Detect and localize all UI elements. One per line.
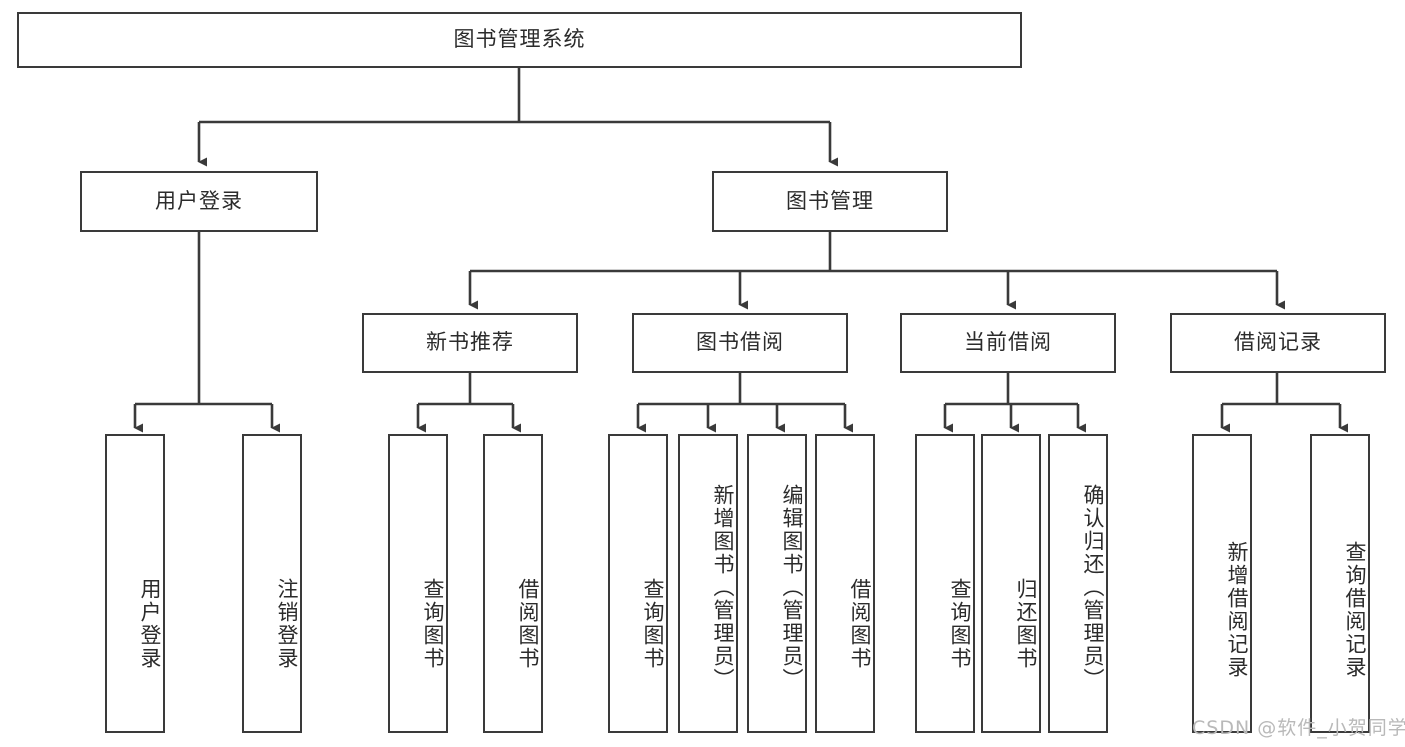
- node-current-borrow-label: 当前借阅: [964, 330, 1052, 355]
- node-leaf-newbook-query-label: 查询图书: [421, 577, 445, 670]
- node-borrow-records[interactable]: 借阅记录: [1170, 313, 1386, 373]
- node-leaf-borrow-add-book[interactable]: 新增图书（管理员）: [678, 434, 738, 733]
- node-leaf-borrow-query[interactable]: 查询图书: [608, 434, 668, 733]
- node-new-book-recommend[interactable]: 新书推荐: [362, 313, 578, 373]
- node-leaf-current-confirm-return[interactable]: 确认归还（管理员）: [1048, 434, 1108, 733]
- node-leaf-user-login-signout-label: 注销登录: [275, 577, 299, 670]
- node-leaf-records-query[interactable]: 查询借阅记录: [1310, 434, 1370, 733]
- node-leaf-user-login-signin-label: 用户登录: [138, 577, 162, 670]
- node-current-borrow[interactable]: 当前借阅: [900, 313, 1116, 373]
- node-leaf-borrow-add-book-label: 新增图书（管理员）: [711, 484, 735, 691]
- node-leaf-newbook-borrow-label: 借阅图书: [516, 577, 540, 670]
- node-leaf-records-add[interactable]: 新增借阅记录: [1192, 434, 1252, 733]
- node-book-management-label: 图书管理: [786, 188, 874, 213]
- node-user-login-label: 用户登录: [155, 188, 243, 213]
- node-new-book-recommend-label: 新书推荐: [426, 330, 514, 355]
- node-leaf-current-query-label: 查询图书: [948, 577, 972, 670]
- watermark-text: CSDN @软件_小贺同学: [1192, 717, 1405, 739]
- node-root-system[interactable]: 图书管理系统: [17, 12, 1022, 68]
- node-leaf-borrow-borrow-book[interactable]: 借阅图书: [815, 434, 875, 733]
- node-leaf-current-return[interactable]: 归还图书: [981, 434, 1041, 733]
- node-leaf-borrow-edit-book[interactable]: 编辑图书（管理员）: [747, 434, 807, 733]
- node-leaf-newbook-query[interactable]: 查询图书: [388, 434, 448, 733]
- node-leaf-newbook-borrow[interactable]: 借阅图书: [483, 434, 543, 733]
- node-leaf-records-add-label: 新增借阅记录: [1225, 540, 1249, 679]
- node-leaf-current-query[interactable]: 查询图书: [915, 434, 975, 733]
- node-leaf-user-login-signout[interactable]: 注销登录: [242, 434, 302, 733]
- node-leaf-borrow-edit-book-label: 编辑图书（管理员）: [780, 484, 804, 691]
- node-book-borrow-label: 图书借阅: [696, 330, 784, 355]
- node-leaf-current-confirm-return-label: 确认归还（管理员）: [1081, 484, 1105, 691]
- node-leaf-user-login-signin[interactable]: 用户登录: [105, 434, 165, 733]
- node-book-borrow[interactable]: 图书借阅: [632, 313, 848, 373]
- node-leaf-borrow-borrow-book-label: 借阅图书: [848, 577, 872, 670]
- node-user-login[interactable]: 用户登录: [80, 171, 318, 232]
- node-borrow-records-label: 借阅记录: [1234, 330, 1322, 355]
- node-leaf-current-return-label: 归还图书: [1014, 577, 1038, 670]
- node-book-management[interactable]: 图书管理: [712, 171, 948, 232]
- node-root-system-label: 图书管理系统: [453, 27, 586, 52]
- node-leaf-records-query-label: 查询借阅记录: [1343, 540, 1367, 679]
- node-leaf-borrow-query-label: 查询图书: [641, 577, 665, 670]
